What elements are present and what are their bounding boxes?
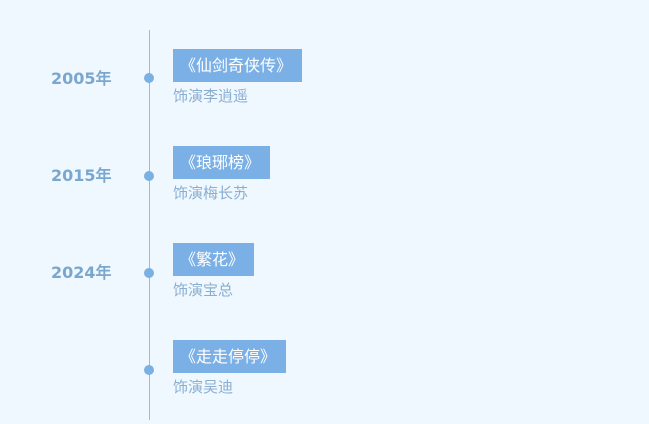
timeline-year: 2005年 [51,69,112,88]
work-title-badge: 《仙剑奇侠传》 [173,49,303,82]
timeline-axis [149,30,150,420]
role-description: 饰演吴迪 [173,378,234,396]
work-title-badge: 《繁花》 [173,243,255,276]
timeline-entry: 2015年 《琅琊榜》 饰演梅长苏 [0,145,649,205]
timeline-year: 2015年 [51,166,112,185]
timeline-year: 2024年 [51,263,112,282]
timeline-entry: 《走走停停》 饰演吴迪 [0,339,649,399]
timeline-entry: 2005年 《仙剑奇侠传》 饰演李逍遥 [0,48,649,108]
timeline-dot [144,73,154,83]
timeline-dot [144,171,154,181]
role-description: 饰演梅长苏 [173,184,249,202]
timeline-entry: 2024年 《繁花》 饰演宝总 [0,242,649,302]
work-title-badge: 《走走停停》 [173,340,287,373]
role-description: 饰演李逍遥 [173,87,249,105]
work-title-badge: 《琅琊榜》 [173,146,271,179]
role-description: 饰演宝总 [173,281,234,299]
timeline-dot [144,268,154,278]
timeline-dot [144,365,154,375]
